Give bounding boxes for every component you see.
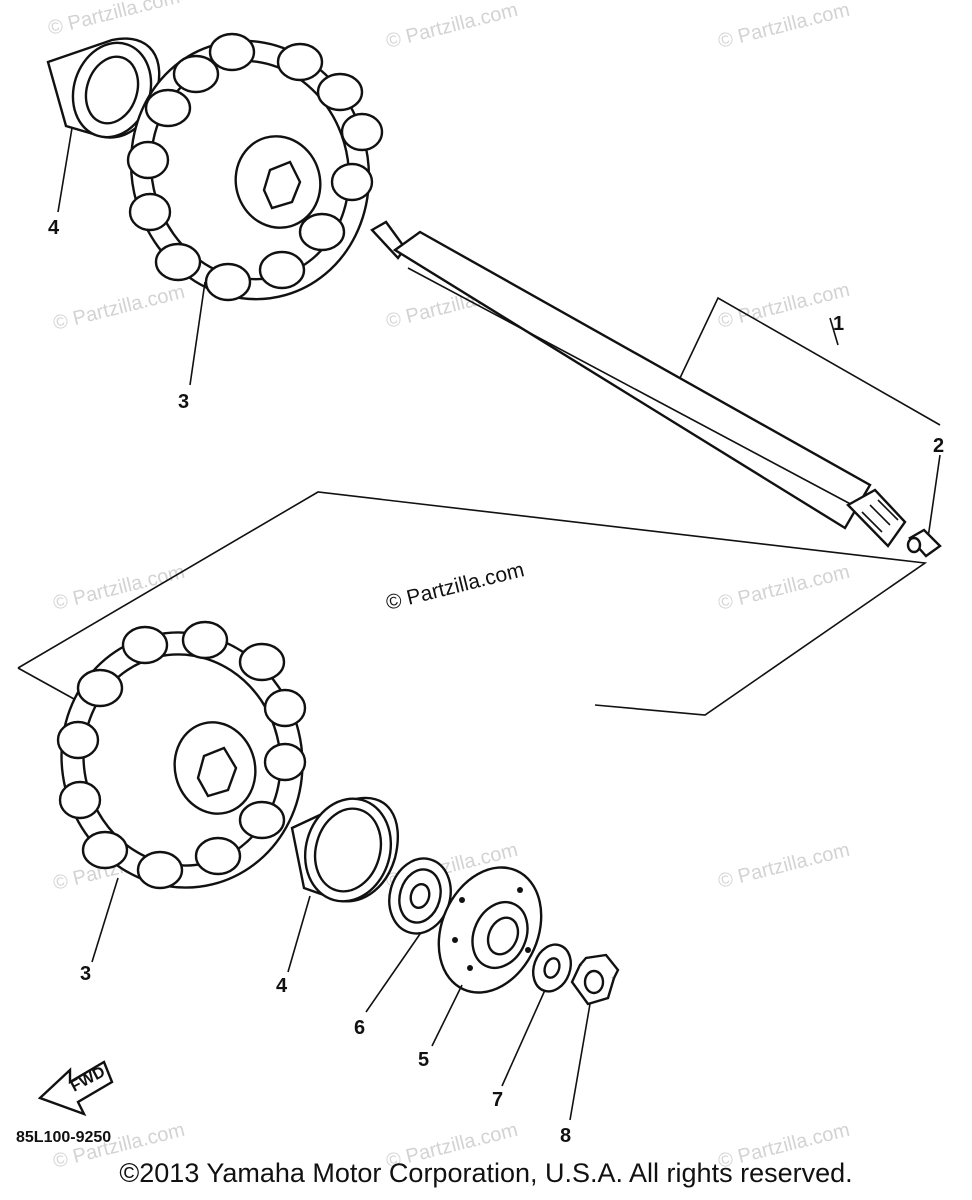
callout-4-upper: 4 <box>48 217 60 239</box>
callout-numbers: 1 2 3 4 3 4 6 5 7 8 <box>48 217 944 1147</box>
callout-2: 2 <box>933 435 944 457</box>
part-1-drive-shaft <box>370 220 907 548</box>
callout-2-leader <box>927 454 941 539</box>
callout-8: 8 <box>560 1125 571 1147</box>
callout-3-lower: 3 <box>80 963 91 985</box>
leader-lines <box>57 127 591 1121</box>
watermark: © Partzilla.com <box>51 281 187 335</box>
callout-7: 7 <box>492 1089 503 1111</box>
watermark: © Partzilla.com <box>51 561 187 615</box>
callout-5: 5 <box>418 1049 429 1071</box>
part-4-bushing-upper <box>46 37 161 139</box>
callout-4-lower: 4 <box>276 975 288 997</box>
diagram-code: 85L100-9250 <box>16 1129 111 1146</box>
assembly-plane-outline <box>17 491 928 716</box>
callout-1-tick <box>829 317 839 346</box>
watermark: © Partzilla.com <box>46 0 182 40</box>
watermark: © Partzilla.com <box>716 0 852 53</box>
watermark: © Partzilla.com <box>716 561 852 615</box>
callout-1-bracket <box>679 296 941 426</box>
watermark: © Partzilla.com <box>716 839 852 893</box>
part-6-bearing <box>388 857 452 935</box>
watermark: © Partzilla.com <box>384 0 520 53</box>
callout-1: 1 <box>833 313 844 335</box>
part-8-nut <box>570 953 620 1006</box>
part-3-sprocket-lower <box>56 620 307 890</box>
center-watermark: © Partzilla.com <box>384 558 527 615</box>
part-4-bushing-lower <box>290 796 400 903</box>
fwd-arrow: FWD <box>37 1060 114 1117</box>
callout-3-upper: 3 <box>178 391 189 413</box>
part-2-key <box>906 528 942 558</box>
part-3-sprocket-upper <box>126 32 384 302</box>
callout-6: 6 <box>354 1017 365 1039</box>
part-7-washer <box>531 943 573 993</box>
part-5-bearing-housing <box>437 866 543 994</box>
copyright-notice: ©2013 Yamaha Motor Corporation, U.S.A. A… <box>119 1158 853 1188</box>
